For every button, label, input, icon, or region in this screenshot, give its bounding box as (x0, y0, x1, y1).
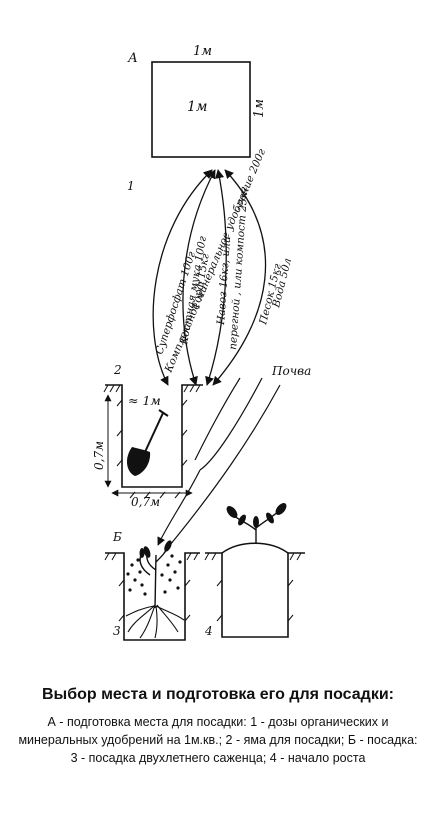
young-plant-leaves (226, 503, 287, 528)
soil-label: Почва (271, 364, 311, 378)
caption-body: А - подготовка места для посадки: 1 - до… (18, 715, 418, 765)
section-b-label: Б (112, 530, 122, 544)
side-top-label: 1м (193, 44, 212, 59)
seedling (139, 545, 169, 609)
seedling-leaves (139, 540, 172, 558)
arrow-sand (212, 169, 267, 386)
label-1: 1 (127, 179, 135, 193)
soil-arrow (157, 469, 201, 546)
soil-dots (126, 554, 182, 596)
roots (125, 604, 185, 639)
figure-caption: Выбор места и подготовка его для посадки… (0, 685, 436, 767)
pit-4-outline (205, 552, 305, 638)
diagram: А 1м 1м 1м 1 Комплексное минеральное удо… (92, 44, 311, 641)
caption-title: Выбор места и подготовка его для посадки… (42, 686, 394, 703)
plot-square (151, 61, 251, 158)
soil-line-b (199, 377, 263, 471)
spade-icon (126, 409, 169, 476)
pit-outline (105, 384, 203, 488)
label-2: 2 (113, 363, 122, 377)
section-a-label: А (127, 51, 138, 66)
arrow-bone-meal (182, 169, 216, 386)
soil-line-a (194, 377, 241, 461)
side-right-label: 1м (252, 99, 267, 118)
label-4: 4 (204, 624, 213, 638)
pit-4-hatching (204, 552, 302, 622)
area-label: 1м (187, 99, 208, 115)
pit-3-hatching (104, 552, 199, 622)
pit-depth-label: 0,7м (92, 441, 106, 470)
pit-4-mound (221, 542, 289, 554)
label-3: 3 (113, 624, 121, 638)
pit-width-label: 0,7м (131, 495, 160, 509)
pit-3-outline (105, 552, 200, 641)
soil-line-c (169, 384, 281, 546)
pit-area-label: ≈ 1м (128, 393, 161, 408)
